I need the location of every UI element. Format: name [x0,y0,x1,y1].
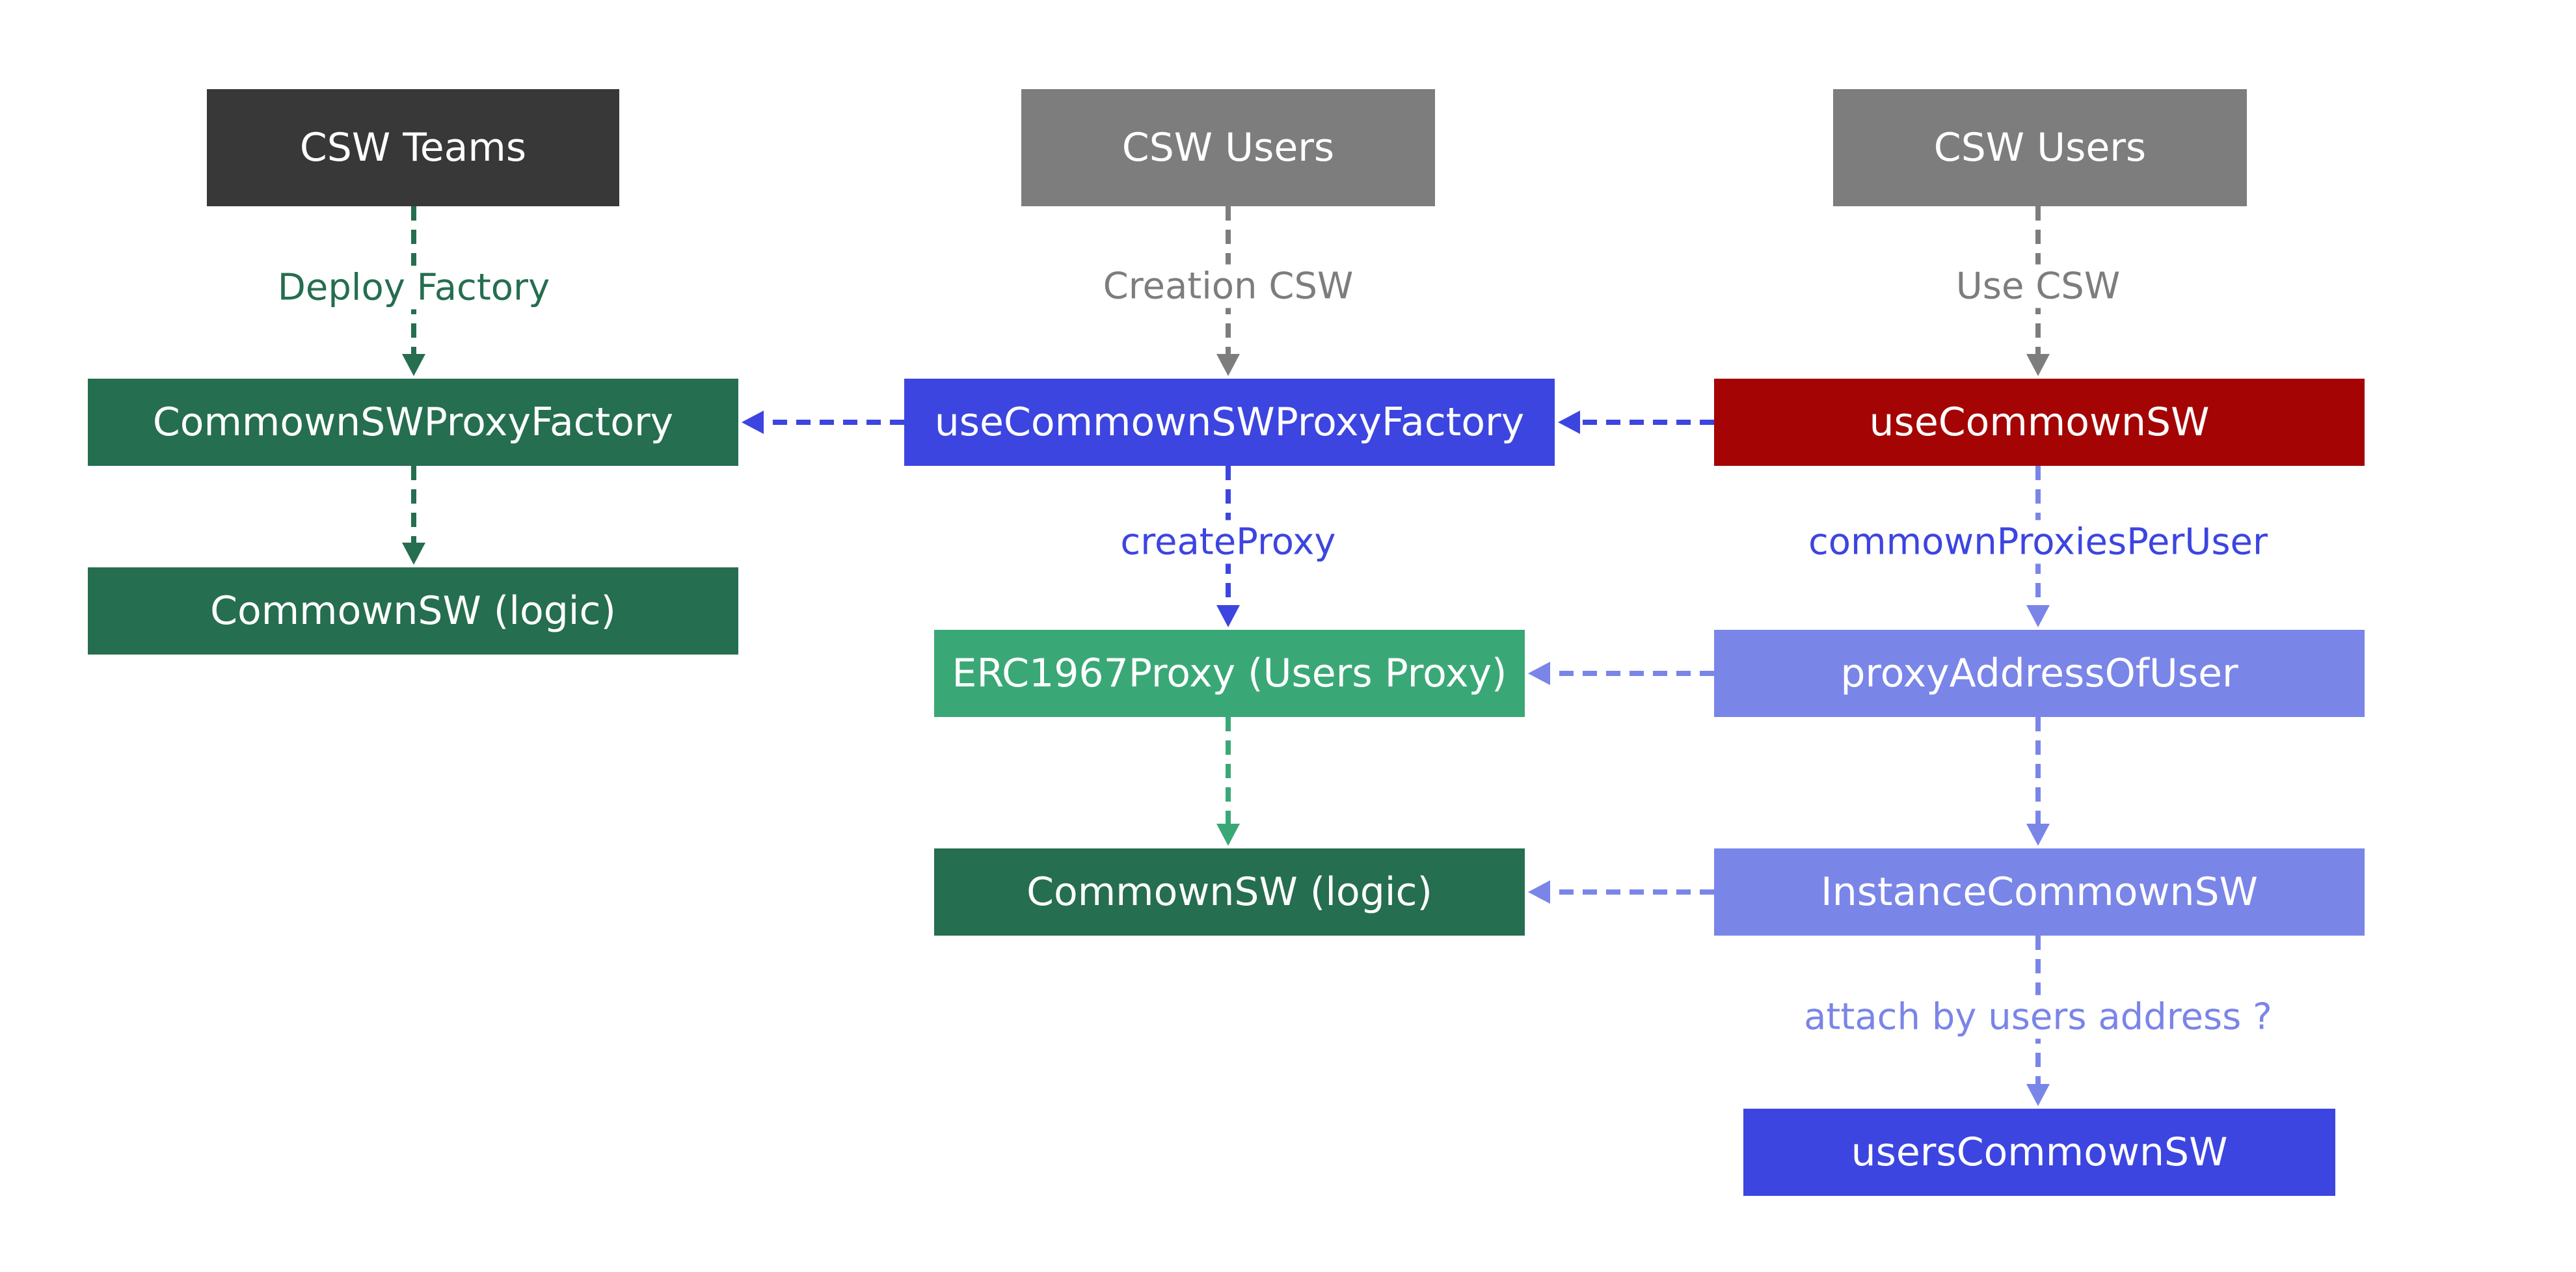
edge-label-use-csw: Use CSW [1949,264,2127,308]
edge-usefactory-to-factory-arrowhead [742,411,764,434]
node-csw-teams: CSW Teams [207,89,619,206]
node-proxy-address-of-user: proxyAddressOfUser [1714,630,2365,717]
node-csw-users-use: CSW Users [1833,89,2247,206]
edge-users-to-usecommownsw-arrowhead [2026,354,2050,376]
edge-proxyaddr-to-erc1967-arrowhead [1528,662,1550,685]
node-use-commown-sw: useCommownSW [1714,379,2365,466]
node-instance-commown-sw: InstanceCommownSW [1714,848,2365,936]
edge-label-attach-by-users-address: attach by users address ? [1797,995,2279,1039]
edge-label-deploy-factory: Deploy Factory [271,265,557,310]
edge-label-create-proxy: createProxy [1114,520,1343,564]
edge-proxyaddr-to-erc1967 [1528,662,1714,685]
edge-factory-to-logic [402,466,425,565]
edge-factory-to-logic-arrowhead [402,543,425,565]
edge-instance-to-logic-arrowhead [1528,880,1550,904]
edge-usefactory-to-erc1967-arrowhead [1216,605,1240,627]
edge-label-creation-csw: Creation CSW [1096,264,1360,308]
edge-proxyaddr-to-instance-arrowhead [2026,824,2050,846]
node-commown-sw-proxy-factory: CommownSWProxyFactory [88,379,738,466]
edge-erc1967-to-logic [1216,717,1240,846]
edge-proxyaddr-to-instance [2026,717,2050,846]
edge-usecommownsw-to-usefactory [1558,411,1714,434]
edge-usefactory-to-factory [742,411,904,434]
edge-teams-to-factory-arrowhead [402,354,425,376]
node-commown-sw-logic-factory: CommownSW (logic) [88,567,738,655]
node-erc1967-proxy: ERC1967Proxy (Users Proxy) [934,630,1525,717]
edge-usecommownsw-to-proxyaddr [2026,466,2050,627]
edge-erc1967-to-logic-arrowhead [1216,824,1240,846]
edge-instance-to-userssw-arrowhead [2026,1084,2050,1106]
edge-usecommownsw-to-proxyaddr-arrowhead [2026,605,2050,627]
edge-instance-to-logic [1528,880,1714,904]
node-commown-sw-logic-proxy: CommownSW (logic) [934,848,1525,936]
node-users-commown-sw: usersCommownSW [1743,1109,2335,1196]
edge-usefactory-to-erc1967 [1216,466,1240,627]
node-use-commown-sw-proxy-factory: useCommownSWProxyFactory [904,379,1555,466]
edge-usecommownsw-to-usefactory-arrowhead [1558,411,1580,434]
edge-users-to-usefactory-arrowhead [1216,354,1240,376]
edge-label-commown-proxies-per-user: commownProxiesPerUser [1801,520,2275,564]
node-csw-users-creation: CSW Users [1021,89,1435,206]
